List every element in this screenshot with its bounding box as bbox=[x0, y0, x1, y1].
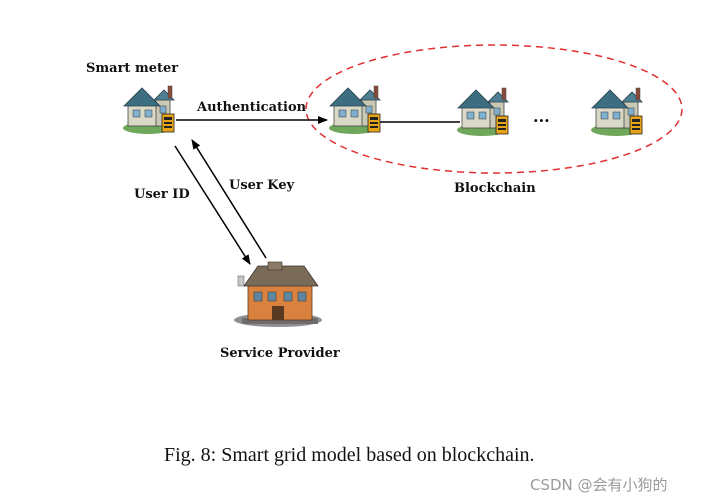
blockchain-node-2-icon bbox=[456, 87, 509, 137]
chain-ellipsis: ... bbox=[533, 107, 550, 126]
service-provider-building-icon bbox=[234, 261, 322, 327]
blockchain-node-1-icon bbox=[328, 85, 381, 135]
user-key-arrow bbox=[191, 139, 267, 259]
service-provider-label: Service Provider bbox=[220, 346, 340, 361]
smart-meter-house-icon bbox=[122, 85, 175, 135]
figure-caption: Fig. 8: Smart grid model based on blockc… bbox=[164, 444, 535, 466]
blockchain-boundary bbox=[305, 44, 683, 174]
user-id-arrow bbox=[174, 145, 251, 265]
smart-meter-label: Smart meter bbox=[86, 61, 178, 76]
watermark: CSDN @会有小狗的 bbox=[530, 476, 668, 494]
blockchain-node-3-icon bbox=[590, 87, 643, 137]
authentication-label: Authentication bbox=[196, 100, 307, 115]
user-id-label: User ID bbox=[134, 187, 190, 202]
blockchain-label: Blockchain bbox=[454, 181, 536, 196]
user-key-label: User Key bbox=[229, 178, 295, 193]
